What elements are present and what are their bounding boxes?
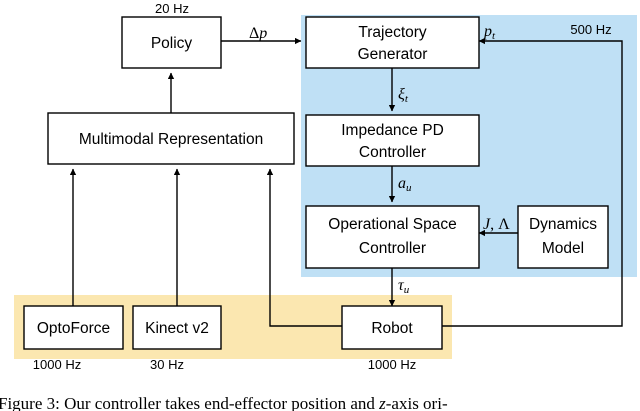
opspace-controller-block: Operational Space Controller bbox=[305, 205, 480, 269]
opspace-label-line1: Operational Space bbox=[328, 216, 456, 233]
tau-u-label: τu bbox=[398, 277, 410, 296]
p-t-sub: t bbox=[492, 30, 496, 42]
a-u-sub: u bbox=[406, 182, 412, 194]
controller-rate: 500 Hz bbox=[570, 22, 611, 37]
j-lambda-separator: , bbox=[490, 216, 498, 233]
impedance-controller-block: Impedance PD Controller bbox=[305, 114, 480, 167]
opspace-label-line2: Controller bbox=[359, 240, 426, 257]
impedance-label-line1: Impedance PD bbox=[341, 122, 444, 139]
kinect-block: Kinect v2 bbox=[132, 305, 222, 350]
xi-t-sub: t bbox=[405, 93, 409, 105]
optoforce-label: OptoForce bbox=[37, 320, 110, 337]
edge-robot-to-multimodal bbox=[266, 168, 342, 327]
optoforce-rate: 1000 Hz bbox=[33, 357, 81, 372]
xi-t-label: ξt bbox=[398, 86, 409, 105]
robot-label: Robot bbox=[371, 320, 413, 337]
trajectory-label-line2: Generator bbox=[358, 46, 428, 63]
robot-block: Robot bbox=[341, 305, 443, 350]
policy-rate: 20 Hz bbox=[155, 1, 189, 16]
caption-suffix: -axis ori- bbox=[386, 394, 448, 411]
delta-p-symbol: Δ bbox=[249, 25, 259, 42]
caption-math: z bbox=[378, 394, 386, 411]
dynamics-label-line1: Dynamics bbox=[529, 216, 597, 233]
lambda-symbol: Λ bbox=[498, 216, 510, 233]
multimodal-block: Multimodal Representation bbox=[47, 112, 295, 165]
caption-prefix: Figure 3: Our controller takes end-effec… bbox=[0, 394, 379, 411]
policy-label: Policy bbox=[151, 35, 193, 52]
delta-p-var: p bbox=[258, 25, 267, 42]
multimodal-label: Multimodal Representation bbox=[79, 131, 263, 148]
policy-block: Policy bbox=[121, 16, 222, 69]
dynamics-label-line2: Model bbox=[542, 240, 584, 257]
tau-u-base: τ bbox=[398, 277, 405, 294]
trajectory-label-line1: Trajectory bbox=[358, 24, 427, 41]
j-symbol: J bbox=[483, 216, 491, 233]
impedance-label-line2: Controller bbox=[359, 144, 426, 161]
xi-t-base: ξ bbox=[398, 86, 405, 103]
edges bbox=[69, 37, 623, 327]
a-u-label: au bbox=[398, 175, 412, 194]
delta-p-label: Δp bbox=[249, 25, 267, 42]
tau-u-sub: u bbox=[404, 284, 410, 296]
p-t-base: p bbox=[483, 23, 492, 40]
j-lambda-label: J, Λ bbox=[483, 216, 510, 233]
kinect-label: Kinect v2 bbox=[145, 320, 209, 337]
a-u-base: a bbox=[398, 175, 406, 192]
robot-rate: 1000 Hz bbox=[368, 357, 416, 372]
figure-caption: Figure 3: Our controller takes end-effec… bbox=[0, 394, 448, 411]
p-t-label: pt bbox=[483, 23, 496, 42]
dynamics-model-block: Dynamics Model bbox=[517, 205, 609, 269]
kinect-rate: 30 Hz bbox=[150, 357, 184, 372]
optoforce-block: OptoForce bbox=[23, 305, 124, 350]
trajectory-generator-block: Trajectory Generator bbox=[305, 16, 480, 69]
edge-robot-feedback-to-trajectory bbox=[442, 37, 623, 327]
